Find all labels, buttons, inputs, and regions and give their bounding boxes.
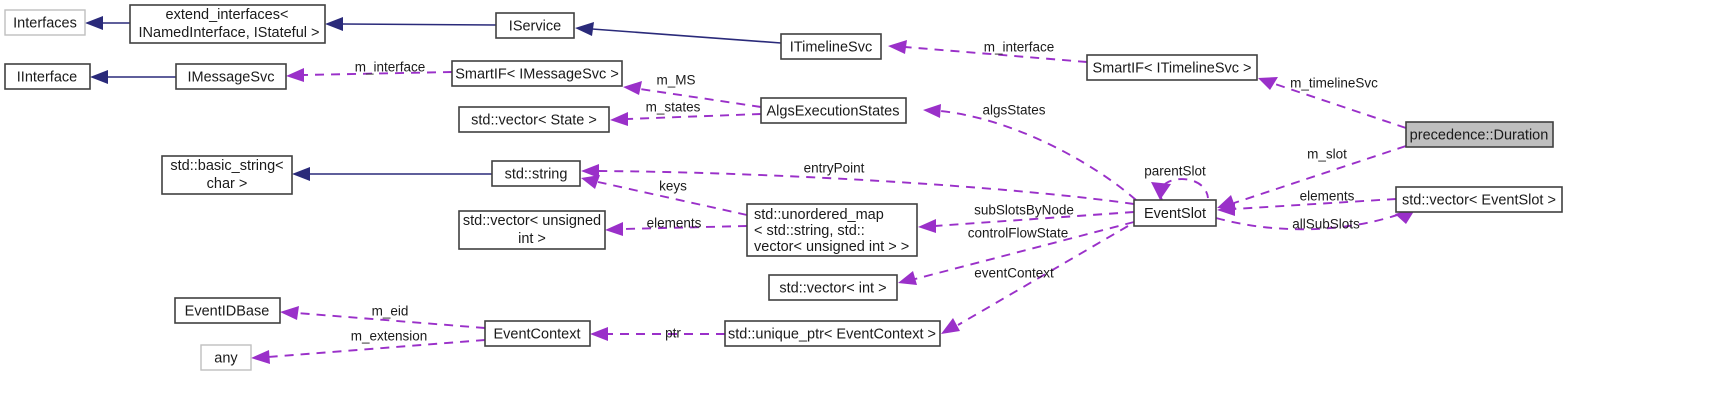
edge-label-allsubslots: allSubSlots xyxy=(1292,217,1360,232)
edge-unordered-map-elements xyxy=(605,222,748,236)
node-unordered-map[interactable]: std::unordered_map < std::string, std:: … xyxy=(746,203,918,257)
usage-edges xyxy=(251,40,1416,364)
node-vector-int-label: std::vector< int > xyxy=(779,280,886,296)
edge-uniqueptr-ptr xyxy=(590,327,725,341)
edge-label-subslotsbynode: subSlotsByNode xyxy=(974,203,1074,218)
edge-label-entrypoint: entryPoint xyxy=(804,161,865,176)
node-itimelinesvc[interactable]: ITimelineSvc xyxy=(780,33,882,60)
node-interfaces-label: Interfaces xyxy=(13,15,77,31)
edge-eventslot-subslotsbynode xyxy=(918,211,1135,233)
edge-stdstring-to-basic-string xyxy=(292,167,492,181)
edge-itimelinesvc-to-iservice xyxy=(575,22,782,44)
node-iservice-label: IService xyxy=(509,18,561,34)
edge-eventslot-eventcontext xyxy=(941,225,1129,334)
node-vector-unsigned-int-label-line2: int > xyxy=(518,231,546,247)
edge-eventslot-algsstates xyxy=(923,104,1137,201)
node-iinterface[interactable]: IInterface xyxy=(4,63,91,90)
edge-extend-interfaces-to-interfaces xyxy=(85,16,130,30)
node-iinterface-label: IInterface xyxy=(17,69,77,85)
node-unique-ptr-eventcontext[interactable]: std::unique_ptr< EventContext > xyxy=(724,320,941,347)
edge-label-m-timelinesvc: m_timelineSvc xyxy=(1290,76,1378,91)
node-basic-string-label-line2: char > xyxy=(207,176,248,192)
edge-iservice-to-extend-interfaces xyxy=(325,17,497,31)
node-eventidbase-label: EventIDBase xyxy=(185,303,270,319)
edge-unordered-map-keys xyxy=(581,175,748,216)
edge-label-m-interface-message: m_interface xyxy=(355,60,426,75)
node-vector-eventslot-label: std::vector< EventSlot > xyxy=(1402,192,1556,208)
node-imessagesvc[interactable]: IMessageSvc xyxy=(175,63,287,90)
node-interfaces[interactable]: Interfaces xyxy=(4,9,86,36)
node-any[interactable]: any xyxy=(200,344,252,371)
edge-label-m-states: m_states xyxy=(646,100,701,115)
edge-label-elements-eventslot: elements xyxy=(1300,189,1355,204)
node-extend-interfaces[interactable]: extend_interfaces< INamedInterface, ISta… xyxy=(129,4,326,44)
edge-label-m-slot: m_slot xyxy=(1307,147,1347,162)
node-basic-string-label-line1: std::basic_string< xyxy=(170,158,283,174)
node-any-label: any xyxy=(214,350,238,366)
node-eventslot[interactable]: EventSlot xyxy=(1133,199,1217,227)
node-extend-interfaces-label-line1: extend_interfaces< xyxy=(166,7,289,23)
edge-label-m-eid: m_eid xyxy=(372,304,409,319)
edge-label-keys: keys xyxy=(659,179,687,194)
edge-label-parentslot: parentSlot xyxy=(1144,164,1206,179)
edge-eventslot-parentslot-selfloop xyxy=(1151,178,1209,201)
edge-smartif-itimelinesvc-m-interface xyxy=(888,40,1088,63)
edge-label-ptr: ptr xyxy=(665,326,681,341)
node-smartif-itimelinesvc-label: SmartIF< ITimelineSvc > xyxy=(1092,60,1251,76)
node-itimelinesvc-label: ITimelineSvc xyxy=(790,39,872,55)
node-eventcontext-label: EventContext xyxy=(493,326,580,342)
node-algsexecutionstates[interactable]: AlgsExecutionStates xyxy=(760,97,907,124)
edge-label-algsstates: algsStates xyxy=(982,103,1045,118)
edge-eventslot-entrypoint xyxy=(581,164,1135,205)
node-vector-state-label: std::vector< State > xyxy=(471,112,597,128)
node-vector-unsigned-int[interactable]: std::vector< unsigned int > xyxy=(458,210,606,250)
node-smartif-imessagesvc-label: SmartIF< IMessageSvc > xyxy=(455,66,619,82)
node-unordered-map-label-line1: std::unordered_map xyxy=(754,207,884,223)
node-basic-string[interactable]: std::basic_string< char > xyxy=(161,155,293,195)
node-extend-interfaces-label-line2: INamedInterface, IStateful > xyxy=(135,25,320,41)
node-eventslot-label: EventSlot xyxy=(1144,206,1206,222)
edge-label-controlflowstate: controlFlowState xyxy=(968,226,1069,241)
node-unordered-map-label-line3: vector< unsigned int > > xyxy=(754,239,909,255)
edge-imessagesvc-to-iinterface xyxy=(90,70,176,84)
node-vector-unsigned-int-label-line1: std::vector< unsigned xyxy=(463,213,601,229)
edge-algsexecutionstates-m-ms xyxy=(623,81,762,108)
node-vector-eventslot[interactable]: std::vector< EventSlot > xyxy=(1395,186,1563,213)
node-std-string[interactable]: std::string xyxy=(491,160,581,187)
edge-smartif-imessagesvc-m-interface xyxy=(286,68,453,82)
edge-eventcontext-m-eid xyxy=(280,306,486,329)
node-eventidbase[interactable]: EventIDBase xyxy=(174,297,281,324)
node-precedence-duration-label: precedence::Duration xyxy=(1410,127,1549,143)
edge-vector-eventslot-elements xyxy=(1217,198,1397,216)
node-std-string-label: std::string xyxy=(505,166,568,182)
node-unique-ptr-eventcontext-label: std::unique_ptr< EventContext > xyxy=(728,326,936,342)
node-vector-int[interactable]: std::vector< int > xyxy=(768,274,898,301)
edge-eventcontext-m-extension xyxy=(251,339,486,364)
edge-label-m-interface-timeline: m_interface xyxy=(984,40,1055,55)
node-algsexecutionstates-label: AlgsExecutionStates xyxy=(767,103,900,119)
node-precedence-duration[interactable]: precedence::Duration xyxy=(1405,121,1554,148)
edge-labels: m_interface m_interface m_MS m_timelineS… xyxy=(351,40,1378,344)
node-imessagesvc-label: IMessageSvc xyxy=(187,69,274,85)
edge-algsexecutionstates-m-states xyxy=(610,112,762,126)
edge-label-m-ms: m_MS xyxy=(656,73,695,88)
node-eventcontext[interactable]: EventContext xyxy=(484,320,591,347)
edge-duration-m-timelinesvc xyxy=(1258,77,1407,129)
node-unordered-map-label-line2: < std::string, std:: xyxy=(754,223,865,239)
nodes: Interfaces extend_interfaces< INamedInte… xyxy=(4,4,1563,371)
inheritance-edges xyxy=(85,16,782,181)
edge-eventslot-controlflowstate xyxy=(898,221,1135,285)
edge-label-elements-map: elements xyxy=(647,216,702,231)
node-smartif-itimelinesvc[interactable]: SmartIF< ITimelineSvc > xyxy=(1086,54,1258,81)
node-smartif-imessagesvc[interactable]: SmartIF< IMessageSvc > xyxy=(451,60,623,87)
edge-label-m-extension: m_extension xyxy=(351,329,428,344)
node-iservice[interactable]: IService xyxy=(495,12,575,39)
edge-label-eventcontext: eventContext xyxy=(974,266,1054,281)
node-vector-state[interactable]: std::vector< State > xyxy=(458,106,610,133)
